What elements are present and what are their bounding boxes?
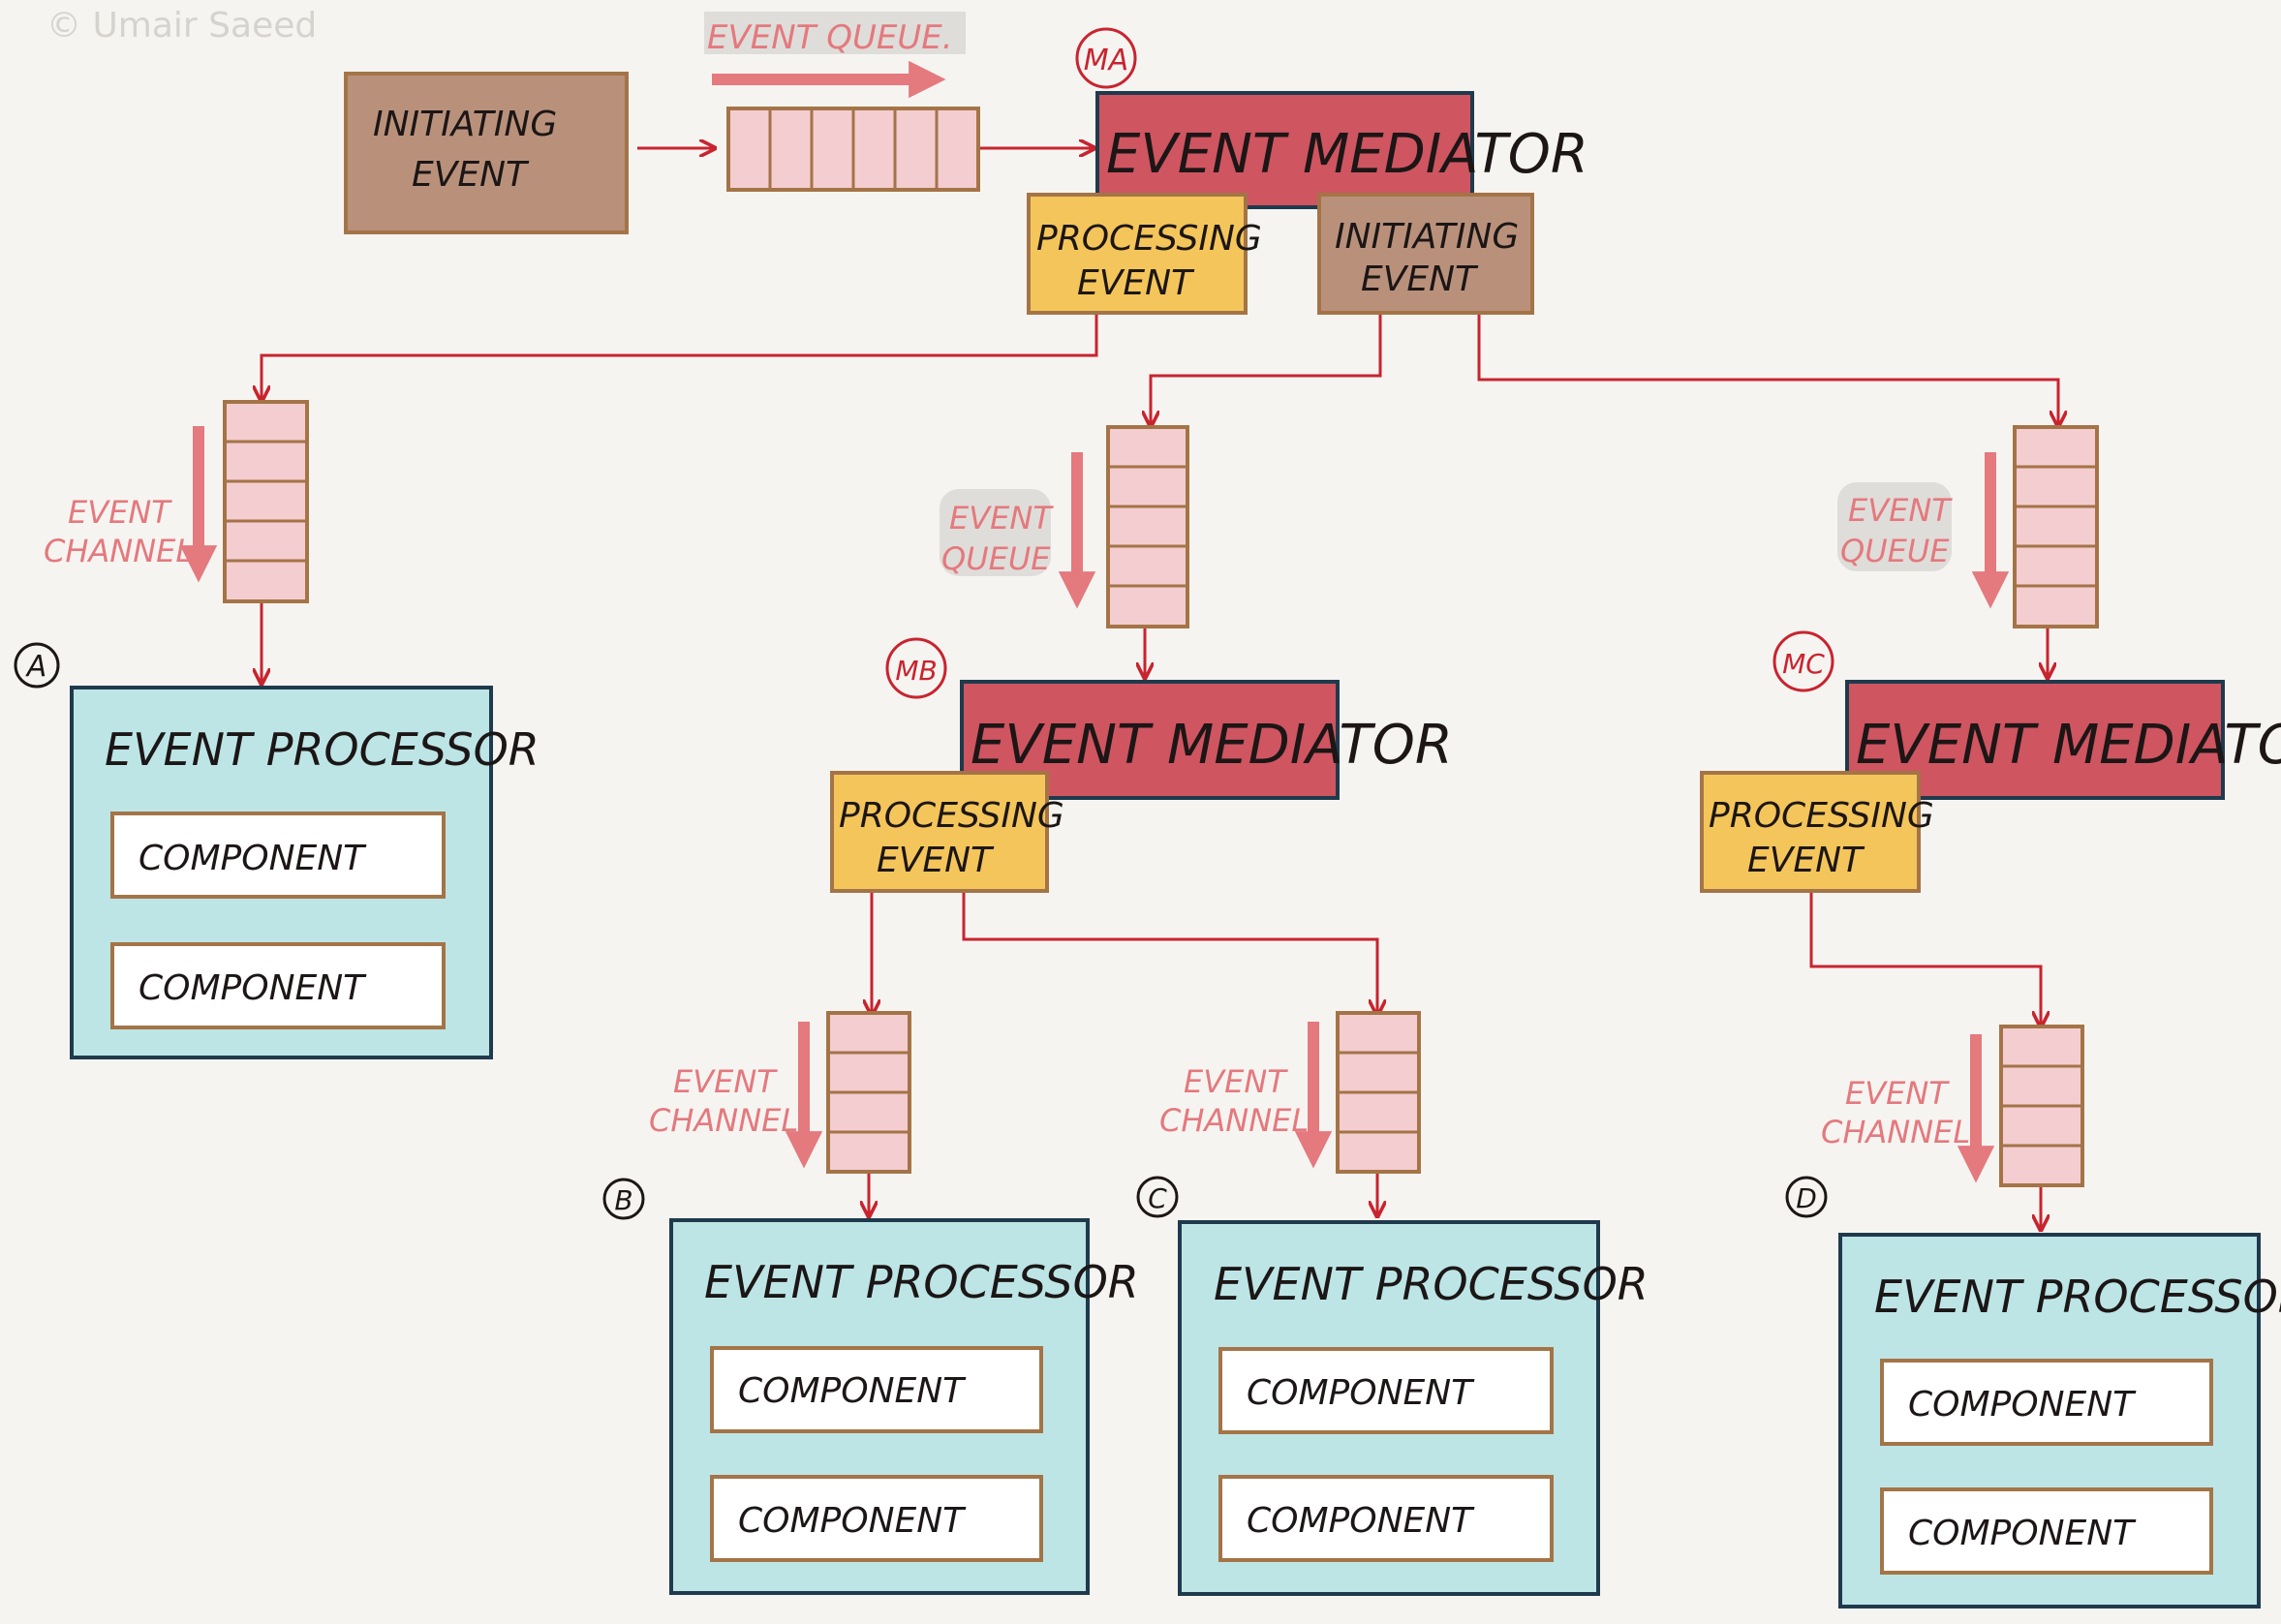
event-channel-c [1336, 1011, 1421, 1174]
initiating-event-box [344, 72, 629, 234]
processor-b-component-2-label: Component [738, 1501, 967, 1541]
processor-b-component-1 [710, 1346, 1043, 1433]
initiating-event-line2: Event [412, 155, 530, 195]
event-queue-mb-label-line1: Event [949, 500, 1054, 536]
processing-event-ma [1027, 193, 1248, 315]
event-channel-b-label-line2: Channel [649, 1102, 798, 1139]
event-queue-label-bg [704, 12, 966, 54]
event-queue-mb [1106, 425, 1189, 628]
event-queue-mc [2013, 425, 2099, 628]
event-mediator-mb-label: Event Mediator [971, 714, 1453, 777]
label-a-circle [14, 642, 60, 689]
mediator-tag-mb: MB [895, 655, 937, 687]
mediator-tag-mb-circle [885, 637, 947, 699]
event-mediator-mc-label: Event Mediator [1856, 714, 2281, 777]
event-channel-a-label-line2: Channel [44, 533, 193, 569]
event-channel-a-label-line1: Event [68, 494, 172, 531]
processor-d-component-2 [1880, 1487, 2213, 1575]
event-queue-label: Event Queue. [707, 18, 953, 57]
event-channel-b-label-line1: Event [673, 1063, 778, 1100]
processor-c-component-2 [1218, 1475, 1554, 1562]
event-channel-d [1999, 1025, 2084, 1187]
initiating-event-ma-out-line1: Initiating [1335, 217, 1519, 257]
processor-c-component-1 [1218, 1347, 1554, 1434]
arrow-ma-to-queue-mb [1151, 315, 1382, 426]
label-d-circle [1785, 1176, 1828, 1218]
arrow-mc-to-channel-d [1809, 893, 2041, 1026]
watermark: © Umair Saeed [46, 6, 317, 46]
event-mediator-ma-label: Event Mediator [1106, 123, 1588, 186]
label-b-circle [602, 1178, 645, 1220]
mediator-tag-ma: MA [1084, 44, 1128, 77]
event-queue-mb-label-line2: Queue [941, 540, 1051, 577]
processing-event-mb-line2: Event [877, 841, 995, 880]
processor-a-component-1-label: Component [139, 839, 367, 878]
mediator-tag-ma-circle [1075, 27, 1137, 89]
arrow-mb-to-channel-c [962, 893, 1377, 1015]
event-queue-horizontal [726, 107, 980, 192]
event-channel-d-label-line2: Channel [1821, 1114, 1970, 1150]
processing-event-mc-line2: Event [1747, 841, 1865, 880]
processing-event-ma-line1: Processing [1036, 219, 1262, 259]
initiating-event-ma-out-line2: Event [1361, 260, 1479, 299]
label-a: A [25, 650, 47, 684]
event-channel-b [826, 1011, 911, 1174]
label-b: B [614, 1184, 632, 1216]
event-channel-c-label-line2: Channel [1159, 1102, 1309, 1139]
initiating-event-ma-out [1317, 193, 1534, 315]
event-processor-b-title: Event Processor [704, 1256, 1139, 1308]
event-channel-c-label-line1: Event [1184, 1063, 1288, 1100]
processor-a-component-2 [110, 942, 446, 1029]
event-processor-d-title: Event Processor [1874, 1271, 2281, 1323]
processor-d-component-2-label: Component [1908, 1514, 2137, 1553]
label-c: C [1148, 1182, 1167, 1214]
processing-event-mb-line1: Processing [839, 796, 1064, 836]
initiating-event-line1: Initiating [373, 105, 557, 144]
processor-c-component-2-label: Component [1247, 1501, 1475, 1541]
processing-event-mc [1700, 771, 1921, 893]
event-mediator-ma [1095, 91, 1474, 209]
processor-b-component-2 [710, 1475, 1043, 1562]
processor-d-component-1 [1880, 1359, 2213, 1446]
processing-event-ma-line2: Event [1077, 263, 1195, 303]
mediator-tag-mc: MC [1782, 648, 1825, 680]
processing-event-mb [830, 771, 1049, 893]
event-queue-mc-label-line1: Event [1848, 492, 1953, 529]
processor-c-component-1-label: Component [1247, 1373, 1475, 1413]
processor-a-component-2-label: Component [139, 968, 367, 1008]
event-processor-c-title: Event Processor [1214, 1258, 1649, 1310]
label-d: D [1796, 1182, 1817, 1214]
event-queue-mc-label-bg [1837, 482, 1952, 571]
event-channel-d-label-line1: Event [1845, 1075, 1950, 1112]
processor-b-component-1-label: Component [738, 1371, 967, 1411]
event-processor-a-title: Event Processor [105, 723, 539, 776]
event-queue-mb-label-bg [940, 489, 1051, 576]
arrow-ma-to-queue-mc [1477, 315, 2058, 426]
event-channel-a [223, 400, 309, 603]
mediator-tag-mc-circle [1772, 630, 1834, 692]
label-c-circle [1136, 1176, 1179, 1218]
processor-d-component-1-label: Component [1908, 1385, 2137, 1425]
event-queue-mc-label-line2: Queue [1840, 533, 1950, 569]
processor-a-component-1 [110, 812, 446, 899]
processing-event-mc-line1: Processing [1709, 796, 1934, 836]
arrow-ma-to-channel-a [262, 315, 1098, 401]
